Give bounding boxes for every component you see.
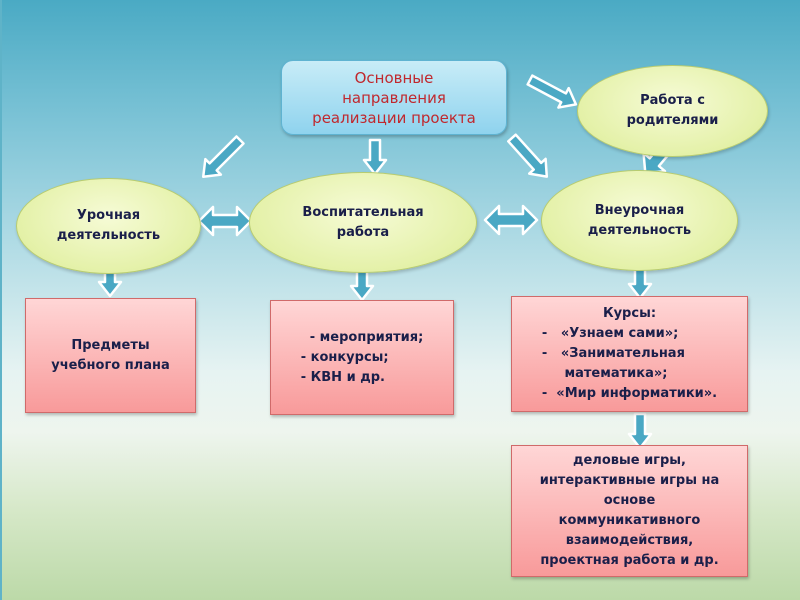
ellipse-line: Воспитательная: [302, 204, 424, 220]
box-line: взаимодействия,: [565, 533, 694, 548]
ellipse-line: деятельность: [587, 222, 692, 238]
box-line: деловые игры,: [572, 453, 686, 468]
box-line: интерактивные игры на: [539, 473, 720, 488]
box-line: Предметы: [71, 337, 150, 353]
box-line: - конкурсы;: [300, 349, 389, 365]
courses-box: Курсы: - «Узнаем сами»; - «Занимательная…: [511, 296, 748, 412]
box-line: коммуникативного: [558, 513, 701, 528]
arrow-upbringing-extracurricular: [483, 204, 539, 236]
ellipse-line: Работа с: [640, 93, 705, 108]
box-line: проектная работа и др.: [540, 553, 719, 568]
box-line: - мероприятия;: [300, 329, 424, 345]
subjects-box: Предметы учебного плана: [25, 298, 196, 413]
events-box: - мероприятия; - конкурсы; - КВН и др.: [270, 300, 454, 415]
main-node-line: направления: [342, 88, 446, 107]
arrow-main-to-extracurricular: [502, 129, 557, 186]
arrow-lesson-upbringing: [197, 205, 253, 237]
box-line: - «Занимательная: [541, 346, 685, 361]
ellipse-line: деятельность: [56, 228, 161, 243]
ellipse-line: Внеурочная: [594, 202, 685, 218]
box-line: Курсы:: [602, 306, 657, 321]
box-line: учебного плана: [51, 357, 170, 373]
lesson-activity-ellipse: Урочная деятельность: [16, 178, 201, 274]
arrow-main-to-parents: [523, 69, 583, 116]
arrow-main-to-upbringing: [362, 138, 388, 176]
box-line: основе: [603, 493, 656, 508]
arrow-main-to-lesson: [194, 130, 250, 186]
main-directions-node: Основные направления реализации проекта: [281, 60, 507, 135]
arrow-courses-to-games: [627, 412, 653, 450]
extracurricular-activity-ellipse: Внеурочная деятельность: [541, 170, 738, 271]
upbringing-work-ellipse: Воспитательная работа: [249, 172, 477, 273]
main-node-line: реализации проекта: [312, 108, 476, 127]
box-line: - КВН и др.: [300, 369, 385, 385]
games-box: деловые игры, интерактивные игры на осно…: [511, 445, 748, 577]
box-line: - «Узнаем сами»;: [541, 326, 679, 341]
box-line: - «Мир информатики».: [541, 386, 718, 401]
parents-work-ellipse: Работа с родителями: [577, 65, 768, 157]
ellipse-line: родителями: [626, 113, 719, 128]
box-line: математика»;: [541, 366, 668, 381]
ellipse-line: Урочная: [76, 208, 141, 223]
main-node-line: Основные: [354, 68, 434, 87]
ellipse-line: работа: [336, 224, 390, 240]
